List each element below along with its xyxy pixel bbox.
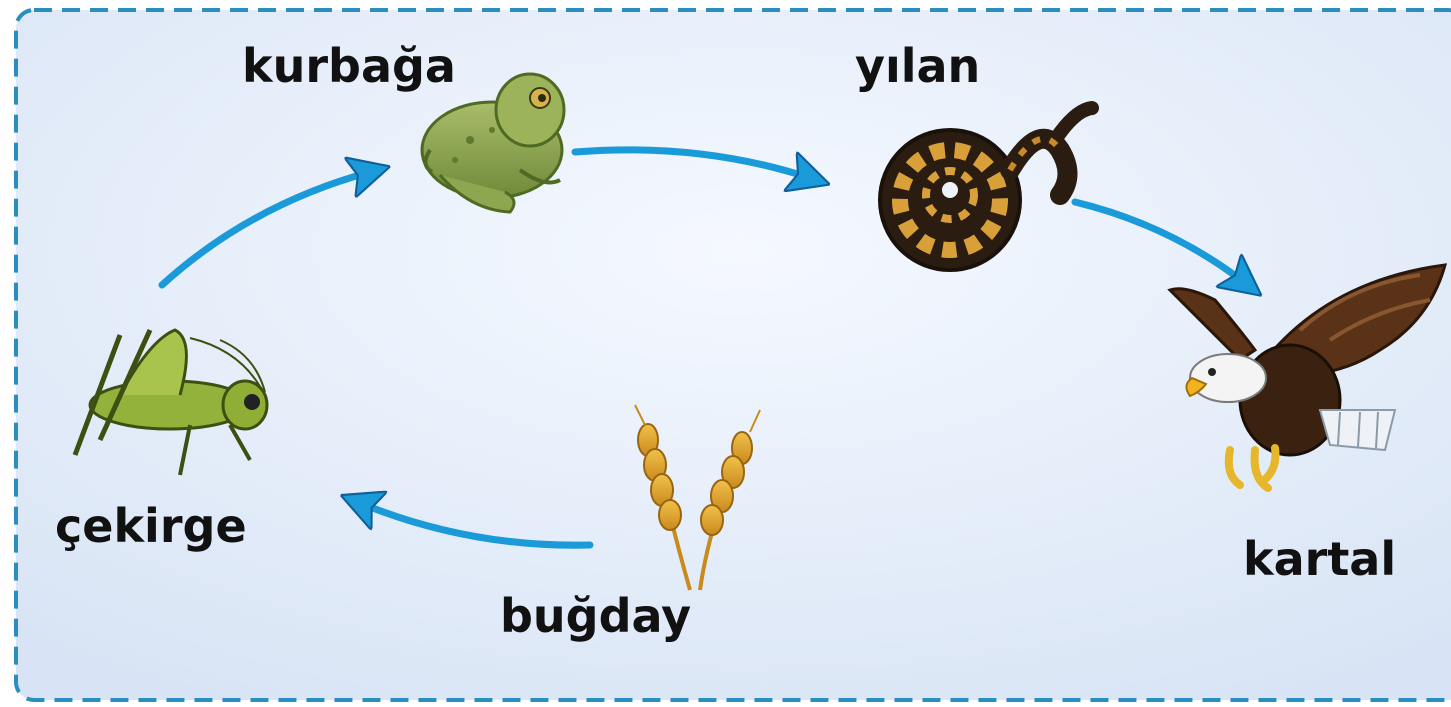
label-yilan: yılan [855,39,980,93]
label-bugday: buğday [500,589,691,643]
label-kartal: kartal [1243,532,1396,586]
label-cekirge: çekirge [55,499,247,553]
label-kurbaga: kurbağa [242,39,456,93]
